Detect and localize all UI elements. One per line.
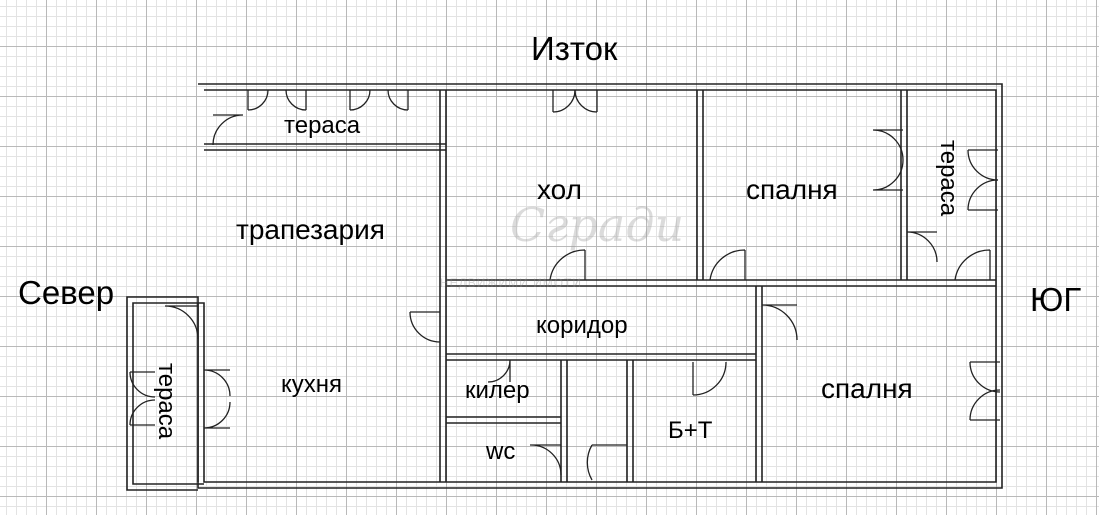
room-bedroom-bottom: спалня	[821, 373, 913, 404]
room-bathroom: Б+Т	[668, 417, 713, 444]
label-north: Север	[18, 274, 115, 311]
room-kitchen: кухня	[281, 371, 343, 398]
room-dining: трапезария	[236, 214, 385, 245]
room-bedroom-top: спалня	[746, 174, 838, 205]
outer-walls	[126, 83, 1003, 491]
label-east: Изток	[531, 30, 618, 67]
room-pantry: килер	[465, 377, 530, 404]
interior-walls	[197, 90, 996, 482]
label-south: ЮГ	[1030, 281, 1082, 318]
room-terrace-left: тераса	[153, 363, 180, 440]
doors	[129, 89, 1001, 481]
room-terrace-right: тераса	[935, 140, 962, 217]
room-corridor: коридор	[536, 312, 628, 339]
room-living: хол	[537, 174, 582, 205]
room-terrace-top: тераса	[284, 112, 361, 139]
room-wc: wc	[486, 438, 516, 465]
